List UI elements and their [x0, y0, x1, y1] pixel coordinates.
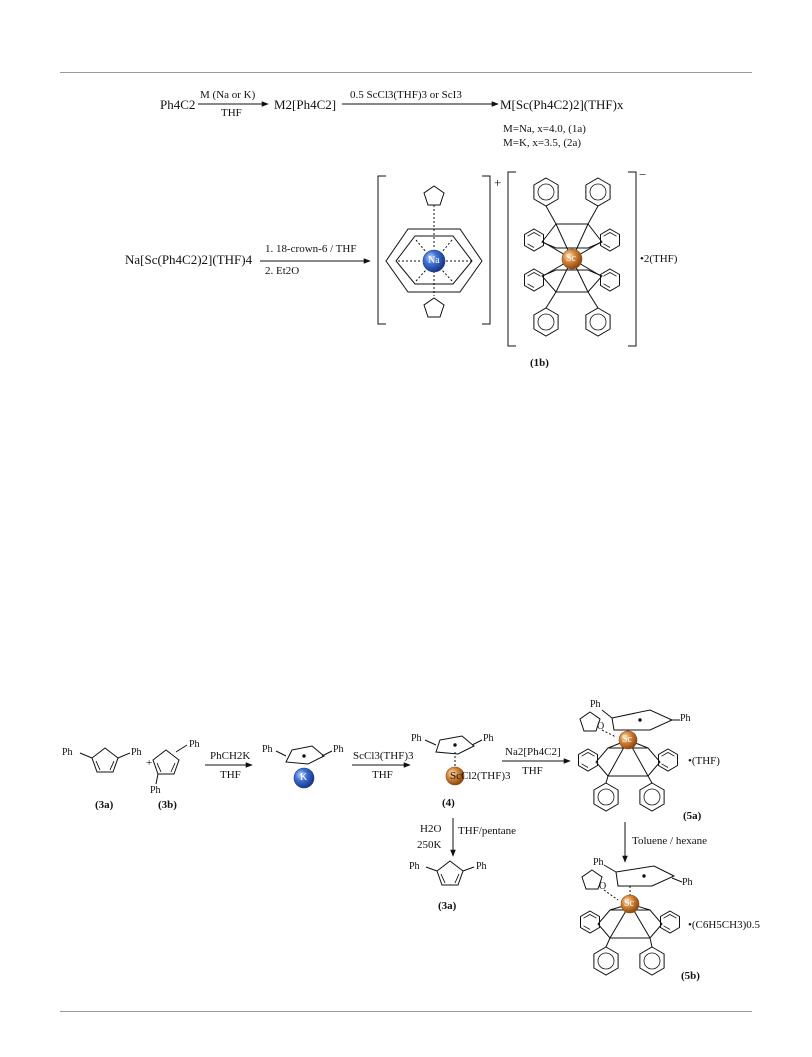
scandium-atom-4 — [445, 766, 465, 786]
top-rule — [60, 72, 752, 73]
ph-k-right: Ph — [333, 744, 344, 755]
arrow1-reagent: M (Na or K) — [200, 89, 256, 101]
intermediate-m2: M2[Ph4C2] — [274, 97, 337, 112]
anion-charge: − — [639, 167, 647, 182]
ph-3a-left: Ph — [62, 747, 73, 758]
start-na-sc: Na[Sc(Ph4C2)2](THF)4 — [125, 252, 253, 267]
compound-label-1b: (1b) — [530, 357, 549, 369]
ph-4-left: Ph — [411, 733, 422, 744]
arrow2-reagent: 0.5 ScCl3(THF)3 or ScI3 — [350, 89, 462, 101]
sc-5b-label: Sc — [624, 898, 634, 909]
complex-5a — [578, 709, 680, 812]
solvent-thf-3: THF — [522, 765, 543, 777]
reagent-phch2k: PhCH2K — [210, 750, 251, 762]
solvate-2thf: •2(THF) — [640, 253, 678, 265]
scandium-label: Sc — [566, 253, 576, 264]
sc-5a-label: Sc — [622, 734, 632, 745]
variant-2a: M=K, x=3.5, (2a) — [503, 137, 582, 149]
cyclopentadiene-3b — [152, 744, 188, 785]
scandium-cp-complex-4 — [424, 735, 483, 766]
scandium-atom — [561, 248, 583, 270]
crown-ether-complex — [385, 185, 483, 318]
scandium-atom-5a — [618, 730, 638, 750]
solvent-thf-1: THF — [220, 769, 241, 781]
oxygen-5a: O — [597, 721, 605, 732]
ph-3b-top: Ph — [189, 739, 200, 750]
sodium-atom — [422, 249, 446, 273]
step-crown-ether: 1. 18-crown-6 / THF — [265, 243, 357, 255]
solvate-5b: •(C6H5CH3)0.5 — [688, 919, 760, 931]
start-ph4c2: Ph4C2 — [160, 97, 196, 112]
sodium-label: Na — [428, 255, 440, 266]
potassium-label: K — [300, 772, 308, 783]
step-ether: 2. Et2O — [265, 265, 300, 277]
ph-3a-bottom-left: Ph — [409, 861, 420, 872]
cyclopentadiene-3a-bottom — [425, 860, 475, 886]
oxygen-5b: O — [599, 881, 607, 892]
ph-k-left: Ph — [262, 744, 273, 755]
solvent-toluene-hexane: Toluene / hexane — [632, 835, 707, 847]
potassium-cyclopentadienide — [275, 745, 333, 765]
cyclopentadiene-3a — [79, 747, 131, 773]
label-5a: (5a) — [683, 810, 702, 822]
ph-5b-top: Ph — [593, 857, 604, 868]
ph-3b-bottom: Ph — [150, 785, 161, 796]
ph-5a-right: Ph — [680, 713, 691, 724]
arrow1-solvent: THF — [221, 107, 242, 119]
cation-brackets — [377, 175, 491, 325]
solvent-thf-pentane: THF/pentane — [458, 825, 517, 837]
scandium-atom-5b — [620, 894, 640, 914]
complex-5b — [580, 864, 683, 976]
bottom-rule — [60, 1011, 752, 1012]
reagent-sccl3: ScCl3(THF)3 — [353, 750, 414, 762]
sc-group-4: ScCl2(THF)3 — [450, 770, 511, 782]
solvent-thf-2: THF — [372, 769, 393, 781]
ph-5b-right: Ph — [682, 877, 693, 888]
label-3b: (3b) — [158, 799, 177, 811]
label-4: (4) — [442, 797, 455, 809]
ph-5a-top: Ph — [590, 699, 601, 710]
label-3a: (3a) — [95, 799, 114, 811]
potassium-atom — [293, 767, 315, 789]
ph-4-right: Ph — [483, 733, 494, 744]
ph-3a-right: Ph — [131, 747, 142, 758]
label-3a-bottom: (3a) — [438, 900, 457, 912]
cation-charge: + — [494, 175, 502, 190]
plus-sign: + — [146, 757, 153, 769]
anion-brackets — [507, 171, 637, 347]
temperature-250k: 250K — [417, 839, 442, 851]
variant-1a: M=Na, x=4.0, (1a) — [503, 123, 586, 135]
label-5b: (5b) — [681, 970, 700, 982]
reagent-na2ph4c2: Na2[Ph4C2] — [505, 746, 561, 758]
reagent-water: H2O — [420, 823, 442, 835]
ph-3a-bottom-right: Ph — [476, 861, 487, 872]
product-m-sc: M[Sc(Ph4C2)2](THF)x — [500, 97, 624, 112]
solvate-5a: •(THF) — [688, 755, 720, 767]
